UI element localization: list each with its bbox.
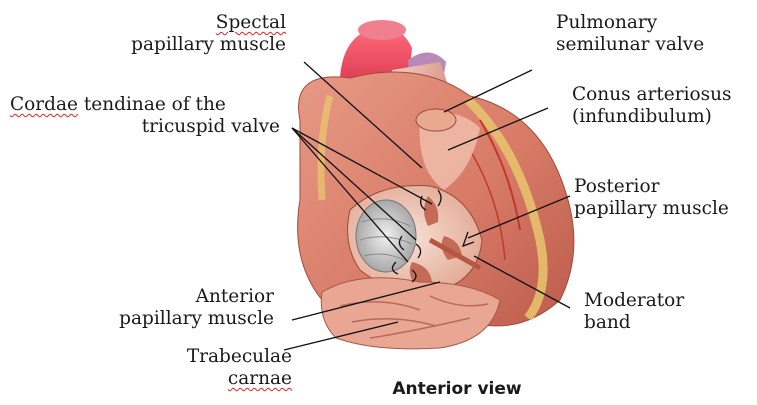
label-cordae-rest: tendinae of the	[78, 94, 226, 115]
label-posterior-line2: papillary muscle	[574, 198, 754, 220]
label-posterior-line1: Posterior	[574, 176, 754, 198]
label-cordae-line1: Cordae tendinae of the	[10, 94, 300, 116]
label-anterior-line2: papillary muscle	[88, 308, 274, 330]
label-cordae-line2: tricuspid valve	[10, 116, 280, 138]
label-spectal-papillary-muscle: Spectal papillary muscle	[96, 12, 286, 56]
trabeculae-region	[321, 278, 500, 349]
label-conus-line1: Conus arteriosus	[572, 84, 752, 106]
label-conus-line2: (infundibulum)	[572, 106, 752, 128]
label-cordae-tendinae: Cordae tendinae of the tricuspid valve	[10, 94, 300, 138]
label-conus-arteriosus: Conus arteriosus (infundibulum)	[572, 84, 752, 128]
view-caption: Anterior view	[357, 378, 557, 400]
label-cordae-word: Cordae	[10, 94, 78, 115]
label-anterior-line1: Anterior	[88, 286, 274, 308]
label-trabeculae-carnae: Trabeculae carnae	[140, 346, 292, 390]
label-moderator-line1: Moderator	[584, 290, 724, 312]
label-spectal-line2: papillary muscle	[96, 34, 286, 56]
label-pulmonary-line2: semilunar valve	[556, 34, 736, 56]
label-moderator-band: Moderator band	[584, 290, 724, 334]
label-trabeculae-line2: carnae	[140, 368, 292, 390]
label-spectal-word: Spectal	[216, 12, 286, 33]
label-anterior-papillary-muscle: Anterior papillary muscle	[88, 286, 274, 330]
label-pulmonary-semilunar-valve: Pulmonary semilunar valve	[556, 12, 736, 56]
label-trabeculae-word: carnae	[228, 368, 292, 389]
label-posterior-papillary-muscle: Posterior papillary muscle	[574, 176, 754, 220]
label-moderator-line2: band	[584, 312, 724, 334]
label-pulmonary-line1: Pulmonary	[556, 12, 736, 34]
label-spectal-line1: Spectal	[96, 12, 286, 34]
label-trabeculae-line1: Trabeculae	[140, 346, 292, 368]
